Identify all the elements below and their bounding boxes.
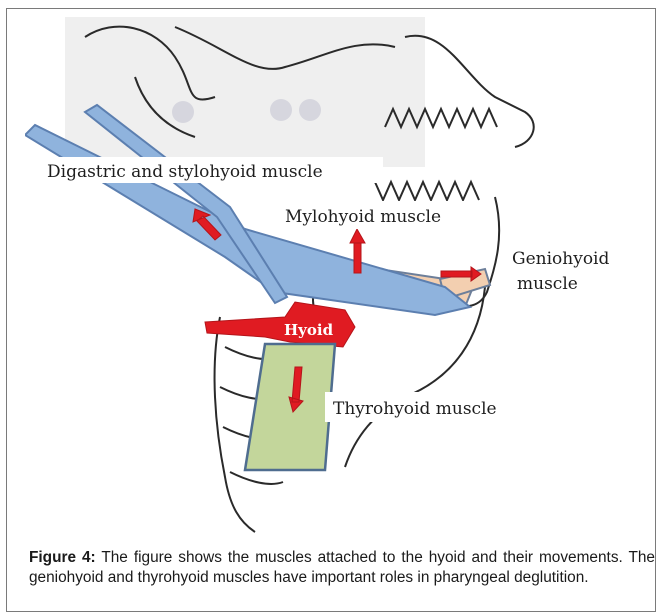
figure-frame: Digastric and stylohyoid muscle Mylohyoi… [6,8,656,612]
joint-dot [270,99,292,121]
label-thyrohyoid: Thyrohyoid muscle [325,392,525,422]
label-digastric: Digastric and stylohyoid muscle [43,157,383,183]
svg-text:muscle: muscle [517,274,578,294]
label-mylohyoid: Mylohyoid muscle [277,201,493,229]
joint-dot [299,99,321,121]
svg-text:Geniohyoid: Geniohyoid [512,249,609,269]
svg-text:Digastric and stylohyoid muscl: Digastric and stylohyoid muscle [47,162,323,182]
svg-text:Thyrohyoid muscle: Thyrohyoid muscle [333,399,497,419]
caption-text: The figure shows the muscles attached to… [29,549,655,586]
svg-text:Mylohyoid muscle: Mylohyoid muscle [285,207,441,227]
hyoid-muscles-illustration: Digastric and stylohyoid muscle Mylohyoi… [25,17,653,535]
joint-dot [172,101,194,123]
figure-label: Figure 4: [29,549,96,566]
label-geniohyoid: Geniohyoid muscle [503,245,653,299]
thyrohyoid-band [245,344,335,470]
figure-caption: Figure 4: The figure shows the muscles a… [29,548,655,588]
label-hyoid: Hyoid [284,321,334,339]
